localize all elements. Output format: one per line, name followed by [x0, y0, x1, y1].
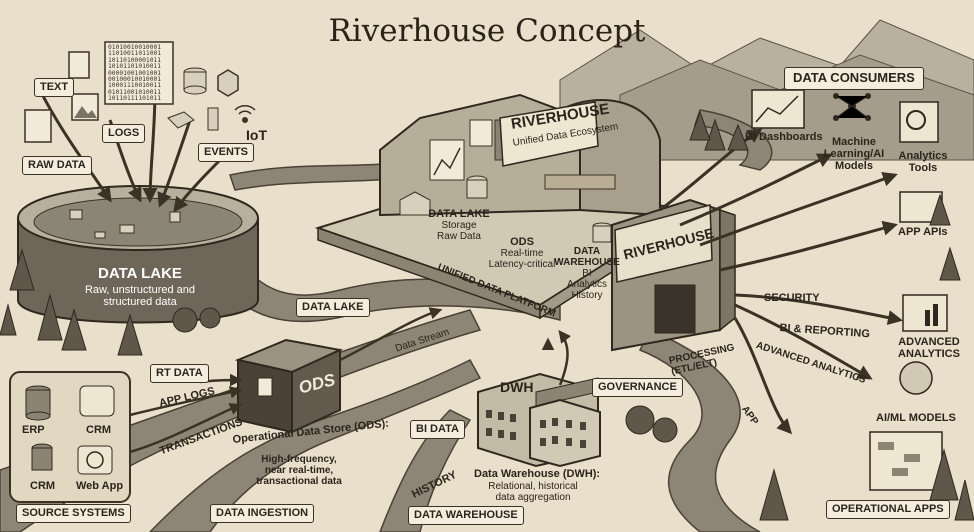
binary-row: 01010010010001 — [108, 44, 162, 51]
binary-row: 01011001010011 — [108, 88, 162, 96]
lake-input-icons — [24, 41, 256, 143]
zone-name: DATA WAREHOUSE — [554, 246, 620, 268]
binary-row: 10101101010011 — [108, 63, 162, 71]
consumer-ml-ai-models: Machine Learning/AI Models — [823, 136, 885, 173]
zone-line: Analytics — [566, 279, 607, 290]
source-crm-db: CRM — [30, 480, 56, 492]
consumer-arrows — [659, 128, 903, 435]
data-warehouse-label: DATA WAREHOUSE — [408, 506, 524, 525]
input-label-iot: IoT — [246, 127, 267, 143]
consumer-analytics-tools: Analytics Tools — [898, 150, 948, 175]
consumer-ai-ml-models: AI/ML MODELS — [876, 412, 956, 424]
security-label: SECURITY — [764, 292, 820, 304]
zone-line: Latency-critical — [488, 259, 556, 271]
stream-data-lake: DATA LAKE — [296, 298, 370, 317]
data-lake-title: DATA LAKE — [98, 265, 182, 282]
source-erp: ERP — [22, 424, 45, 436]
zone-data-warehouse: DATA WAREHOUSE BI Analytics History — [554, 246, 620, 301]
input-tag-raw-data: RAW DATA — [22, 156, 92, 175]
rivers — [0, 109, 773, 532]
data-lake-description: Raw, unstructured and structured data — [84, 284, 196, 309]
ods-box — [234, 338, 344, 434]
dwh-box-label: DWH — [500, 379, 534, 395]
binary-row: 10001110010011 — [108, 82, 162, 90]
trees — [0, 110, 974, 521]
zone-line: Raw Data — [437, 231, 481, 243]
zone-line: BI — [582, 268, 592, 279]
dwh-bi-data-tag: BI DATA — [410, 420, 465, 439]
dwh-description: Relational, historical data aggregation — [488, 481, 578, 503]
riverhouse-building — [314, 93, 736, 352]
source-systems-label: SOURCE SYSTEMS — [16, 504, 131, 523]
zone-line: History — [571, 290, 603, 301]
ods-description: High-frequency, near real-time, transact… — [256, 454, 342, 487]
binary-row: 10110100001011 — [108, 56, 162, 64]
zone-line: Storage — [441, 220, 477, 232]
zone-name: ODS — [510, 236, 534, 248]
consumer-operational-apps: OPERATIONAL APPS — [826, 500, 950, 519]
source-crm: CRM — [86, 424, 112, 436]
zone-line: Real-time — [500, 248, 544, 260]
zone-data-lake: DATA LAKE Storage Raw Data — [426, 208, 492, 242]
zone-ods: ODS Real-time Latency-critical — [484, 236, 560, 270]
page-title: Riverhouse Concept — [328, 13, 646, 49]
binary-row: 11010011011001 — [108, 50, 162, 58]
input-tag-logs: LOGS — [102, 124, 146, 143]
binary-row: 00100010010001 — [108, 76, 162, 84]
platform-flow-arrows — [339, 307, 572, 386]
source-systems-panel — [9, 371, 131, 503]
input-tag-events: EVENTS — [198, 143, 255, 162]
ods-rt-data-tag: RT DATA — [150, 364, 209, 383]
binary-row: 00001001001001 — [108, 69, 162, 77]
data-ingestion-label: DATA INGESTION — [210, 504, 315, 523]
binary-data-block: 01010010010001 11010011011001 1011010000… — [108, 44, 162, 103]
consumer-advanced-analytics: ADVANCED ANALYTICS — [898, 336, 960, 361]
dwh-title: Data Warehouse (DWH): — [474, 468, 601, 480]
data-consumers-header: DATA CONSUMERS — [784, 67, 924, 90]
input-tag-text: TEXT — [34, 78, 75, 97]
consumer-app-apis: APP APIs — [898, 226, 948, 238]
dwh-building — [477, 372, 601, 468]
source-web-app: Web App — [76, 480, 124, 492]
binary-row: 10110111101011 — [108, 95, 162, 103]
governance-tag: GOVERNANCE — [592, 378, 683, 397]
consumer-bi-dashboards: BI Dashboards — [745, 131, 823, 143]
zone-name: DATA LAKE — [428, 208, 490, 220]
consumer-icons — [751, 89, 948, 491]
